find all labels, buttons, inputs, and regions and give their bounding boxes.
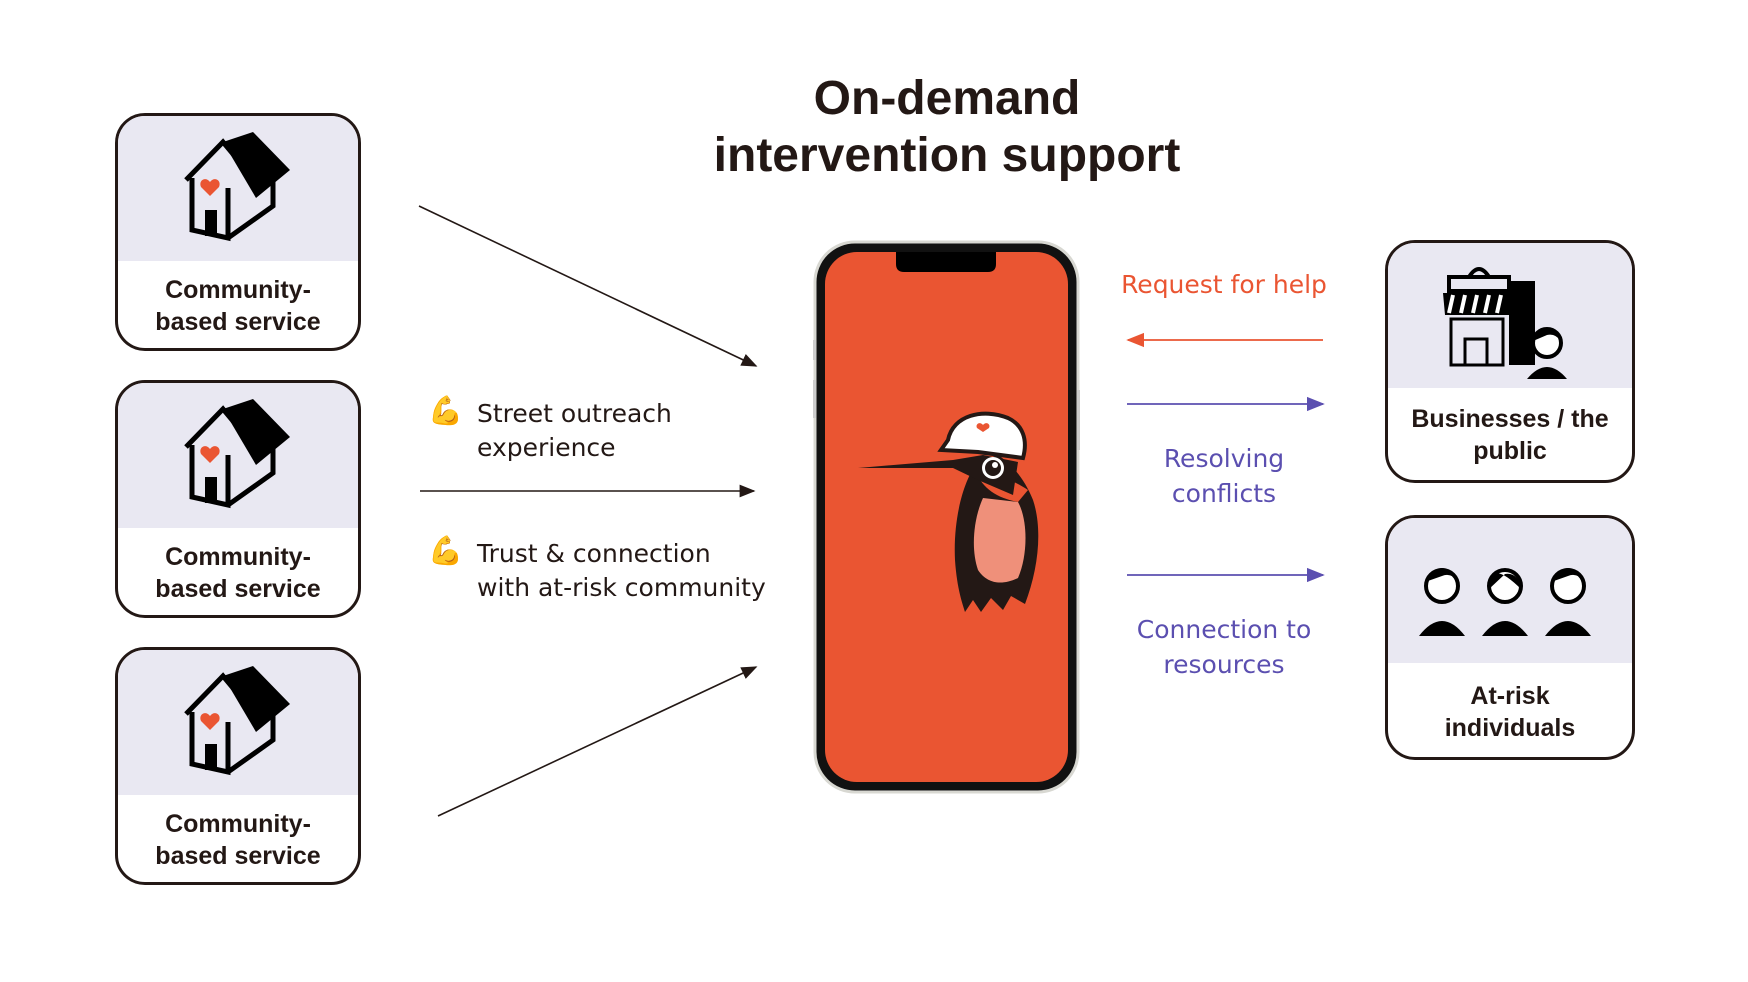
house-heart-icon	[184, 399, 290, 509]
street-outreach-text: Street outreach experience	[477, 399, 672, 462]
flexed-bicep-icon: 💪	[428, 394, 463, 427]
hummingbird-mascot-icon	[858, 411, 1039, 612]
storefront-person-icon	[1443, 267, 1567, 379]
people-group-icon	[1419, 568, 1591, 636]
arrow-bottom-to-phone	[437, 666, 758, 817]
trust-connection-text: Trust & connection with at-risk communit…	[477, 539, 766, 602]
phone-mockup	[813, 240, 1080, 794]
phone-screen	[825, 252, 1068, 782]
community-service-card-3: Community-based service	[115, 647, 361, 885]
community-service-card-2: Community-based service	[115, 380, 361, 618]
page-title: On-demand intervention support	[713, 72, 1181, 182]
house-heart-icon	[184, 666, 290, 776]
connection-resources-label: Connection to resources	[1136, 615, 1312, 679]
house-heart-icon	[184, 132, 290, 242]
phone-notch	[896, 252, 996, 272]
resolving-conflicts-label: Resolving conflicts	[1163, 444, 1285, 508]
flexed-bicep-icon: 💪	[428, 534, 463, 567]
request-for-help-label: Request for help	[1121, 270, 1327, 299]
community-service-card-1: Community-based service	[115, 113, 361, 351]
arrow-top-to-phone	[418, 205, 758, 367]
